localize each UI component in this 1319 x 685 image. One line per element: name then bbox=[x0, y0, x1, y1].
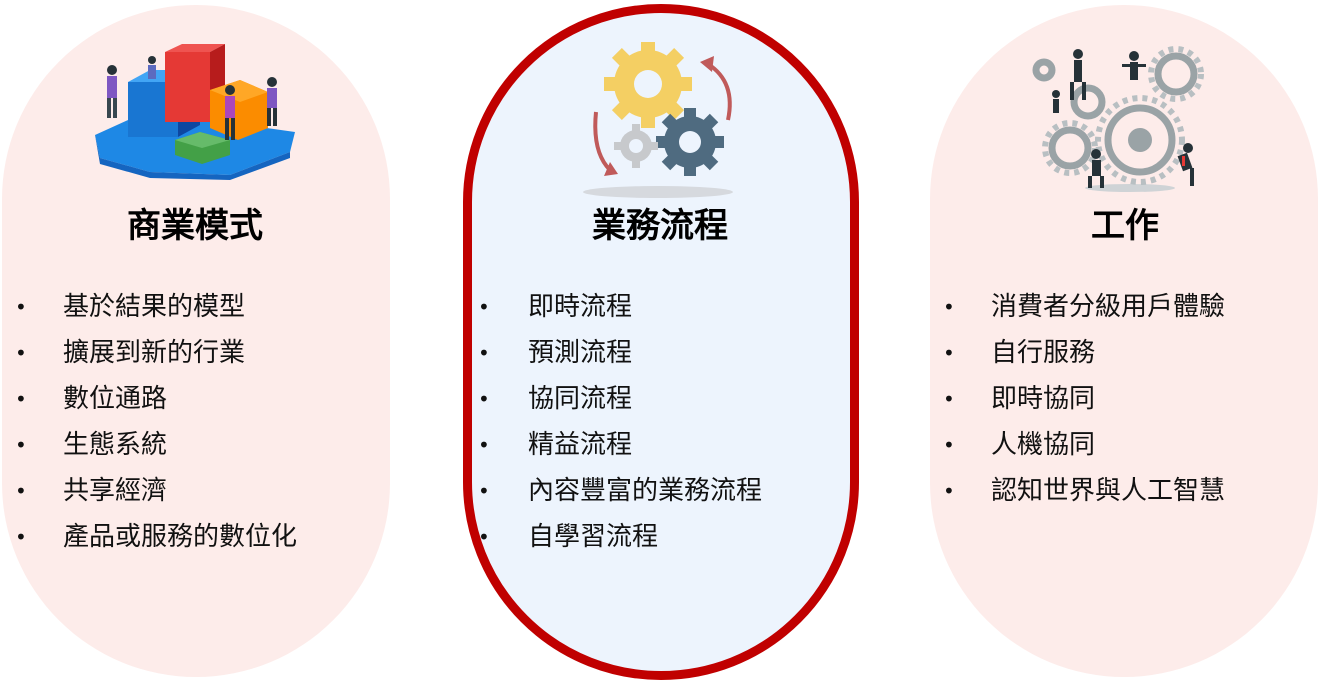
list-item: •預測流程 bbox=[478, 338, 633, 368]
list-item: •認知世界與人工智慧 bbox=[943, 476, 1226, 506]
list-item: •即時協同 bbox=[943, 384, 1096, 414]
business-process-title: 業務流程 bbox=[592, 206, 728, 246]
business-model-title: 商業模式 bbox=[127, 206, 263, 246]
list-item: •自行服務 bbox=[943, 338, 1096, 368]
list-item: •基於結果的模型 bbox=[15, 292, 246, 322]
list-item: •數位通路 bbox=[15, 384, 168, 414]
list-item: •擴展到新的行業 bbox=[15, 338, 246, 368]
puzzle-team-icon bbox=[95, 44, 295, 180]
list-item: •消費者分級用戶體驗 bbox=[943, 292, 1226, 322]
work-panel bbox=[930, 5, 1318, 677]
list-item: •生態系統 bbox=[15, 430, 168, 460]
gears-cycle-icon bbox=[583, 42, 733, 198]
business-process-panel bbox=[463, 4, 859, 680]
list-item: •精益流程 bbox=[478, 430, 633, 460]
list-item: •即時流程 bbox=[478, 292, 633, 322]
list-item: •內容豐富的業務流程 bbox=[478, 476, 763, 506]
list-item: •共享經濟 bbox=[15, 476, 168, 506]
work-title: 工作 bbox=[1091, 206, 1159, 246]
business-model-list: •基於結果的模型 •擴展到新的行業 •數位通路 •生態系統 •共享經濟 •產品或… bbox=[15, 284, 375, 560]
list-item: •協同流程 bbox=[478, 384, 633, 414]
list-item: •自學習流程 bbox=[478, 522, 659, 552]
work-list: •消費者分級用戶體驗 •自行服務 •即時協同 •人機協同 •認知世界與人工智慧 bbox=[943, 284, 1303, 514]
business-process-list: •即時流程 •預測流程 •協同流程 •精益流程 •內容豐富的業務流程 •自學習流… bbox=[478, 284, 838, 560]
list-item: •產品或服務的數位化 bbox=[15, 522, 298, 552]
people-gears-icon bbox=[1032, 46, 1204, 192]
list-item: •人機協同 bbox=[943, 430, 1096, 460]
